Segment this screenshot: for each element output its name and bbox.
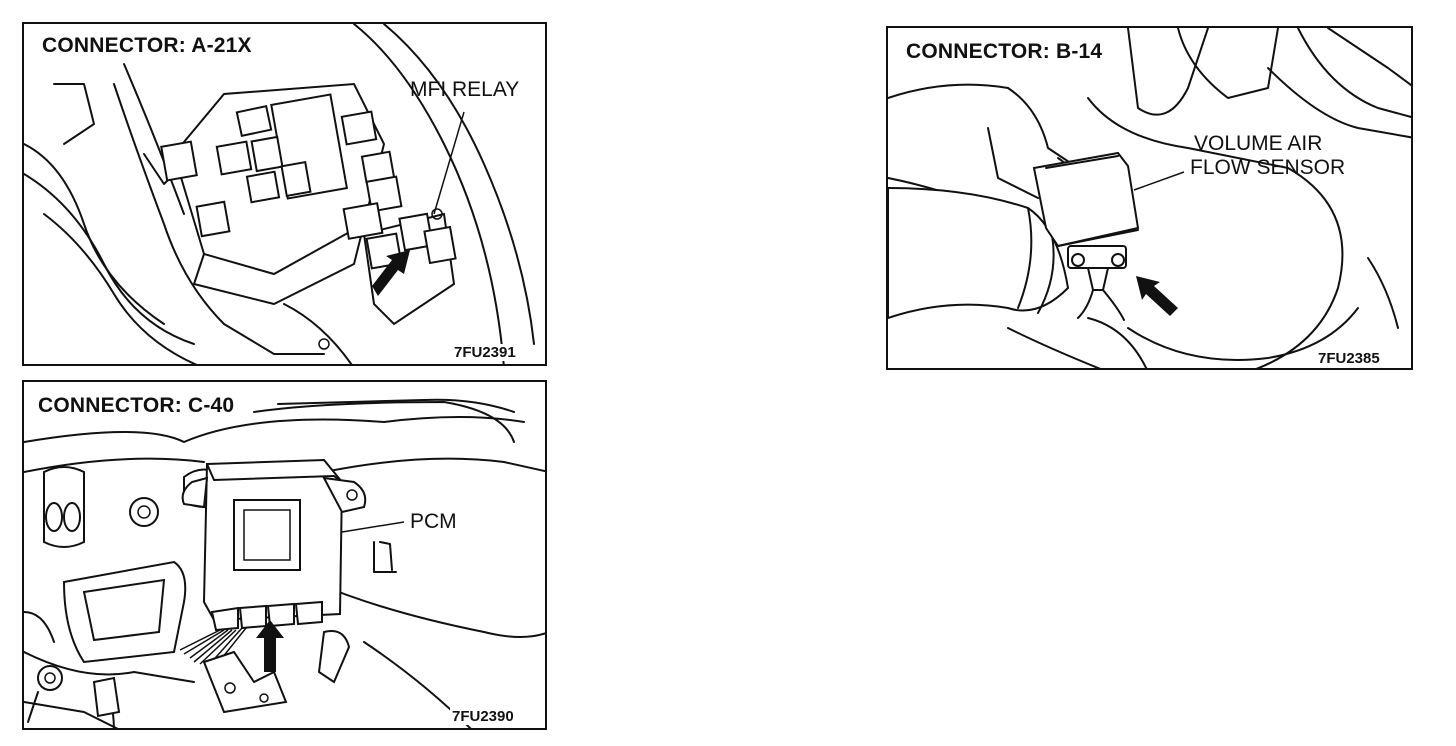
volume-air-flow-sensor-label-line2: FLOW SENSOR: [1190, 156, 1346, 179]
panel-connector-a21x: CONNECTOR: A-21X MFI RELAY 7FU2391: [22, 22, 547, 366]
panel-title: CONNECTOR: B-14: [902, 40, 1107, 64]
volume-air-flow-sensor-label-line1: VOLUME AIR: [1194, 132, 1323, 155]
air-flow-sensor-illustration: [888, 28, 1411, 368]
figure-id: 7FU2390: [450, 708, 516, 725]
figure-id: 7FU2391: [452, 344, 518, 361]
figure-id: 7FU2385: [1316, 350, 1382, 367]
panel-title: CONNECTOR: C-40: [34, 394, 239, 418]
panel-connector-c40: CONNECTOR: C-40 PCM 7FU2390: [22, 380, 547, 730]
panel-connector-b14: CONNECTOR: B-14 VOLUME AIR FLOW SENSOR 7…: [886, 26, 1413, 370]
pcm-location-illustration: [24, 398, 545, 728]
engine-bay-relay-illustration: [24, 24, 535, 364]
pcm-label: PCM: [410, 510, 457, 533]
panel-title: CONNECTOR: A-21X: [38, 34, 256, 58]
mfi-relay-label: MFI RELAY: [410, 78, 520, 101]
